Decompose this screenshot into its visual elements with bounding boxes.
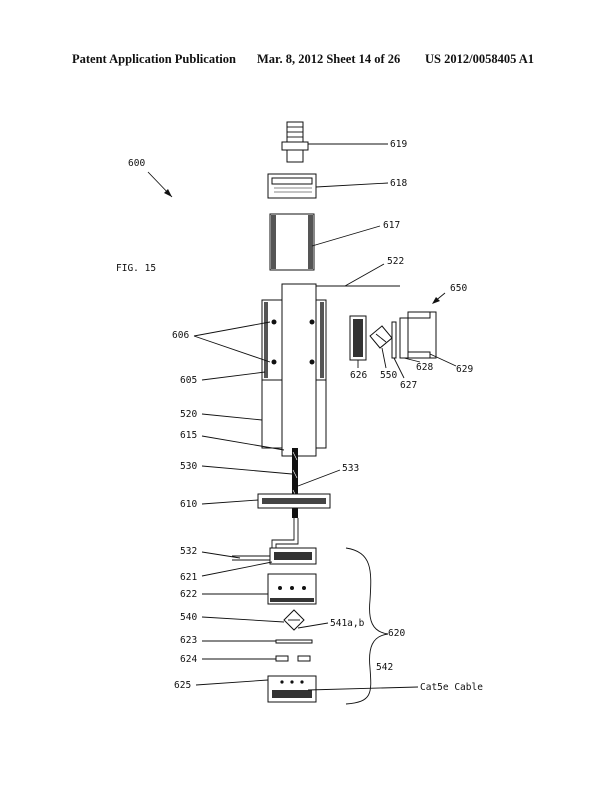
label-530: 530 — [180, 461, 197, 472]
part-622 — [267, 573, 317, 605]
label-600: 600 — [128, 158, 145, 169]
part-627 — [391, 321, 397, 359]
brace-620 — [345, 547, 389, 705]
label-618: 618 — [390, 178, 407, 189]
label-520: 520 — [180, 409, 197, 420]
part-618-cap — [267, 173, 317, 199]
part-540 — [283, 609, 305, 631]
label-605: 605 — [180, 375, 197, 386]
label-622: 622 — [180, 589, 197, 600]
arrow-650 — [432, 292, 446, 304]
label-617: 617 — [383, 220, 400, 231]
label-623: 623 — [180, 635, 197, 646]
label-624: 624 — [180, 654, 197, 665]
label-550: 550 — [380, 370, 397, 381]
label-522: 522 — [387, 256, 404, 267]
header-publication: Patent Application Publication — [72, 52, 236, 66]
label-cat5e-cable: Cat5e Cable — [420, 682, 483, 693]
part-625 — [267, 675, 317, 703]
fig-title: FIG. 15 — [116, 263, 156, 274]
part-623 — [275, 639, 313, 644]
label-629: 629 — [456, 364, 473, 375]
label-615: 615 — [180, 430, 197, 441]
label-628: 628 — [416, 362, 433, 373]
part-619-fitting — [281, 121, 309, 163]
label-621: 621 — [180, 572, 197, 583]
label-626: 626 — [350, 370, 367, 381]
arrow-600 — [147, 171, 173, 198]
label-541ab: 541a,b — [330, 618, 365, 629]
part-610-plate — [257, 493, 331, 509]
label-606: 606 — [172, 330, 189, 341]
label-540: 540 — [180, 612, 197, 623]
part-621 — [269, 547, 317, 565]
label-619: 619 — [390, 139, 407, 150]
label-533: 533 — [342, 463, 359, 474]
label-650: 650 — [450, 283, 467, 294]
label-627: 627 — [400, 380, 417, 391]
part-629 — [407, 311, 437, 359]
label-532: 532 — [180, 546, 197, 557]
part-617-sleeve — [269, 213, 315, 271]
label-620: 620 — [388, 628, 405, 639]
part-532-lead — [232, 518, 299, 561]
main-housing — [261, 283, 327, 457]
label-625: 625 — [174, 680, 191, 691]
part-626 — [349, 315, 367, 361]
header-date-sheet: Mar. 8, 2012 Sheet 14 of 26 — [257, 52, 401, 66]
header-pub-number: US 2012/0058405 A1 — [425, 52, 535, 66]
part-550 — [369, 325, 393, 349]
part-624 — [275, 655, 311, 662]
part-628 — [399, 317, 409, 359]
label-610: 610 — [180, 499, 197, 510]
label-542: 542 — [376, 662, 393, 673]
